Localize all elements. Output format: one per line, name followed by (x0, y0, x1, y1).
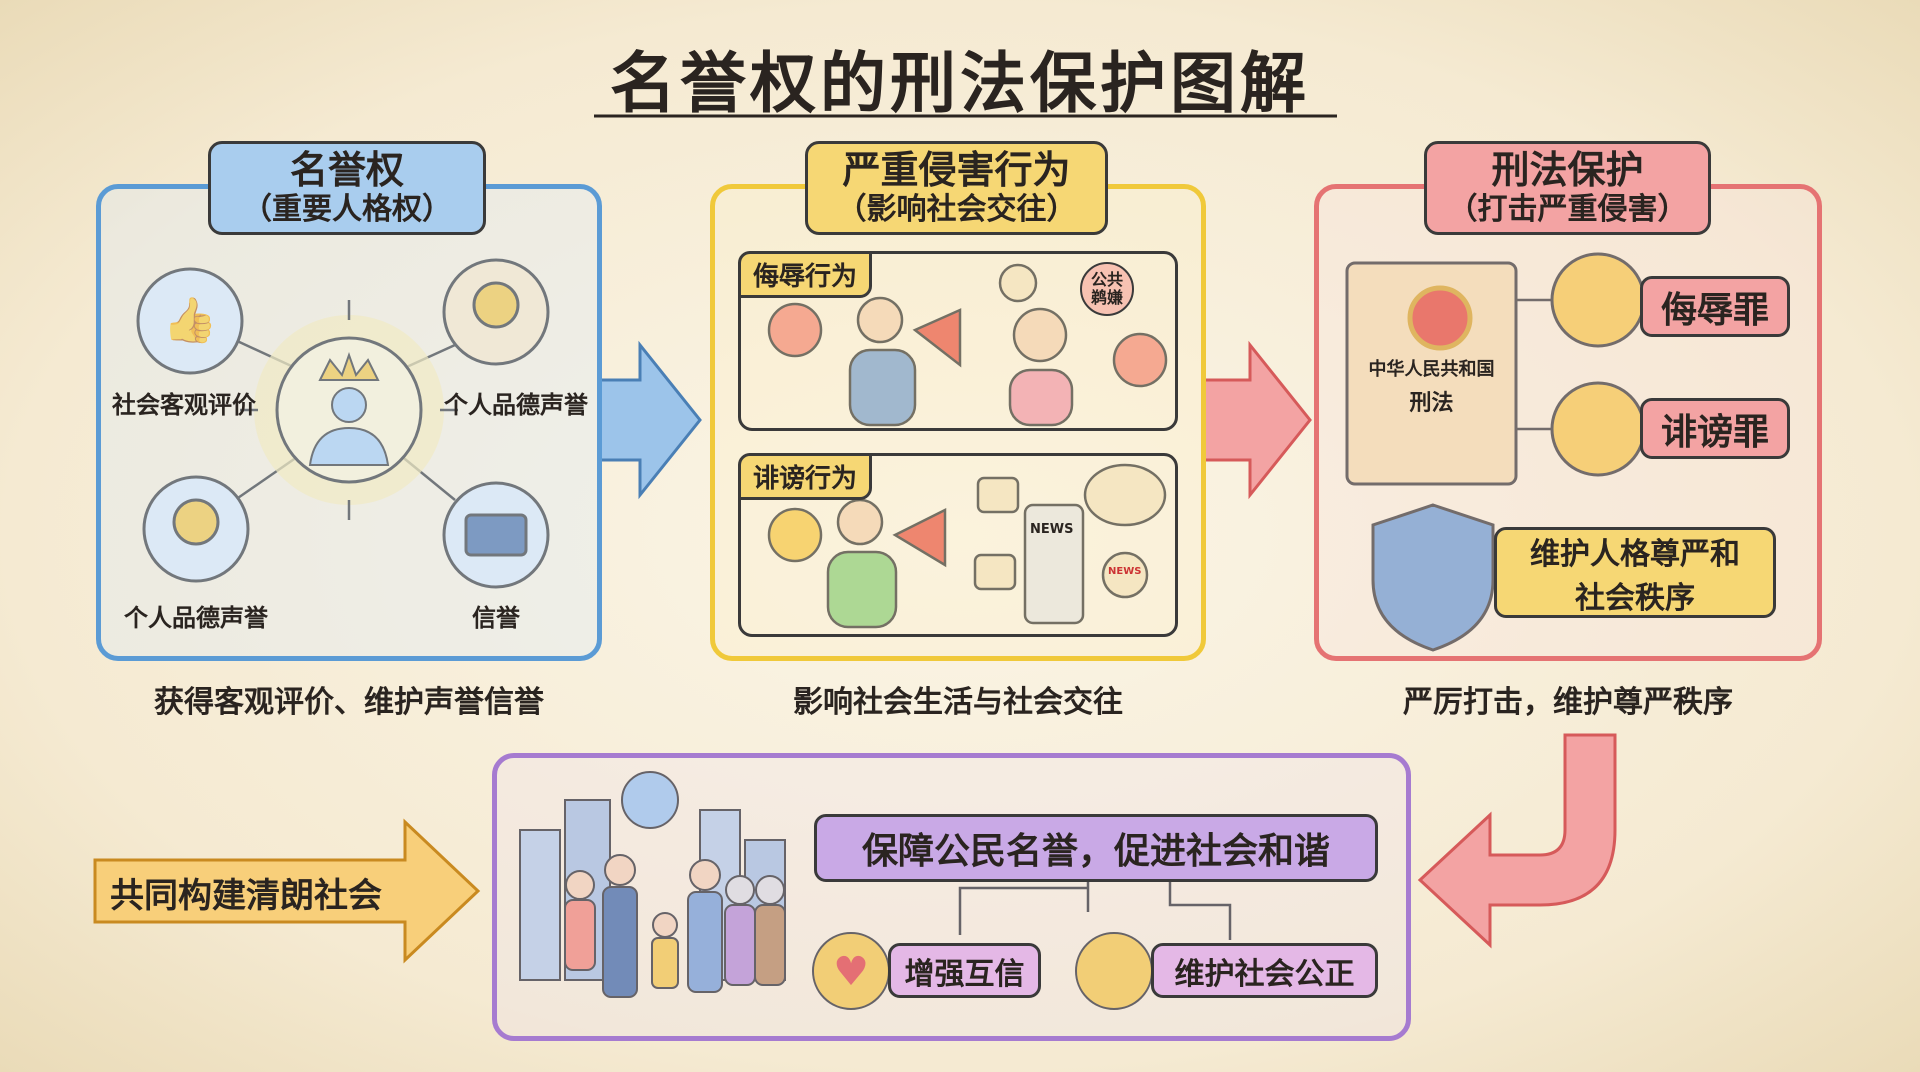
globe-icon (621, 771, 679, 829)
item-personal-reputation-2: 个人品德声誉 (124, 604, 268, 632)
phone-icon (1023, 503, 1085, 625)
panel-middle-title: 严重侵害行为 (842, 148, 1071, 192)
defamation-illustration (767, 463, 1167, 629)
goal-box: 维护人格尊严和 社会秩序 (1494, 527, 1776, 618)
bubble-news-text: NEWS (1108, 566, 1142, 577)
panel-middle-header: 严重侵害行为 （影响社会交往） (805, 141, 1108, 235)
book-line-2: 刑法 (1409, 391, 1454, 416)
shield-handshake-icon (1371, 503, 1495, 652)
panel-right-title: 刑法保护 (1491, 148, 1644, 192)
arrow-right-blue (598, 340, 702, 500)
item-social-justice: 维护社会公正 (1151, 943, 1378, 998)
crime-defamation: 诽谤罪 (1640, 398, 1790, 459)
panel-left-title: 名誉权 (289, 148, 404, 192)
book-line-1: 中华人民共和国 (1368, 359, 1495, 380)
panel-middle-subtitle: （影响社会交往） (836, 192, 1077, 227)
arrow-right-orange (93, 818, 481, 964)
thumbs-up-down-icon (136, 267, 244, 375)
crime-insult: 侮辱罪 (1640, 276, 1790, 337)
insult-illustration (767, 263, 1168, 427)
defamation-label: 诽谤行为 (738, 453, 873, 500)
criminal-law-book-icon (1345, 261, 1518, 486)
bubble-line-2: 鹈嫌 (1090, 288, 1123, 307)
speech-bubble: 公共 鹈嫌 (1080, 262, 1134, 316)
panel-left-subtitle: （重要人格权） (242, 192, 452, 227)
bubble-line-1: 公共 (1090, 270, 1123, 289)
item-mutual-trust: 增强互信 (888, 943, 1041, 998)
arrow-label: 共同构建清朗社会 (110, 876, 382, 916)
panel-middle-caption: 影响社会生活与社会交往 (793, 685, 1123, 720)
panel-reputation-right (96, 184, 602, 661)
item-personal-reputation: 个人品德声誉 (444, 391, 588, 419)
svg-text:👍: 👍 (163, 295, 218, 346)
item-social-evaluation: 社会客观评价 (112, 391, 256, 419)
insult-subpanel: 侮辱行为 (738, 251, 1178, 431)
book-title: 中华人民共和国 刑法 (1347, 355, 1516, 417)
curved-arrow-icon (1417, 733, 1617, 949)
panel-right-header: 刑法保护 （打击严重侵害） (1424, 141, 1711, 235)
community-illustration (519, 771, 1153, 1010)
panel-right-subtitle: （打击严重侵害） (1447, 192, 1688, 227)
banner: 保障公民名誉，促进社会和谐 (814, 814, 1378, 882)
goal-line-1: 维护人格尊严和 (1530, 536, 1740, 572)
panel-left-header: 名誉权 （重要人格权） (208, 141, 486, 235)
phone-news-text: NEWS (1030, 522, 1074, 537)
panel-right-caption: 严厉打击，维护尊严秩序 (1403, 685, 1733, 720)
arrow-right-red (1202, 340, 1312, 500)
item-credit: 信誉 (472, 604, 520, 632)
page-title: 名誉权的刑法保护图解 (610, 45, 1310, 122)
insult-label: 侮辱行为 (738, 251, 873, 298)
goal-line-2: 社会秩序 (1575, 580, 1695, 616)
svg-text:♥: ♥ (833, 949, 869, 995)
defamation-subpanel: 诽谤行为 (738, 453, 1178, 637)
panel-left-caption: 获得客观评价、维护声誉信誉 (154, 685, 544, 720)
